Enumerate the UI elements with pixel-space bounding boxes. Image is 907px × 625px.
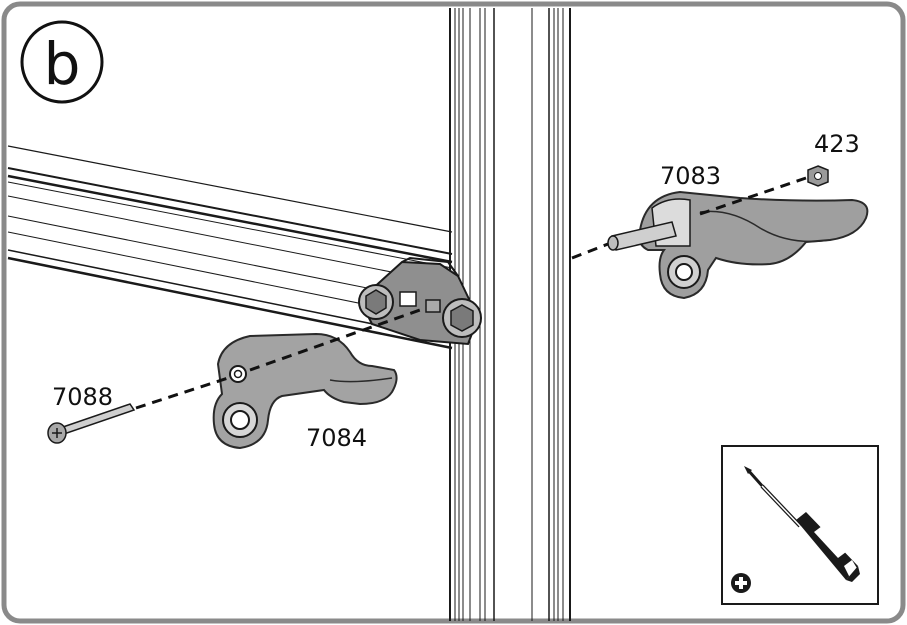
right-handle-part [607,190,869,300]
step-label: b [44,30,81,98]
part-label-left-handle: 7084 [306,424,367,452]
nut-in-slot [425,299,441,313]
phillips-screwdriver-icon [744,466,860,582]
left-handle-part [212,332,398,450]
part-label-screw: 7088 [52,383,113,411]
part-label-nut: 423 [814,130,860,158]
tool-box [721,445,879,605]
nut-part [807,165,829,187]
hex-bolt [358,284,394,320]
rail-bracket [358,256,482,346]
hex-bolt [442,298,482,338]
plus-icon [731,573,751,593]
screw-part [47,403,136,444]
assembly-guide-lines [135,176,807,410]
step-badge: b [20,20,104,104]
part-label-right-handle: 7083 [660,162,721,190]
